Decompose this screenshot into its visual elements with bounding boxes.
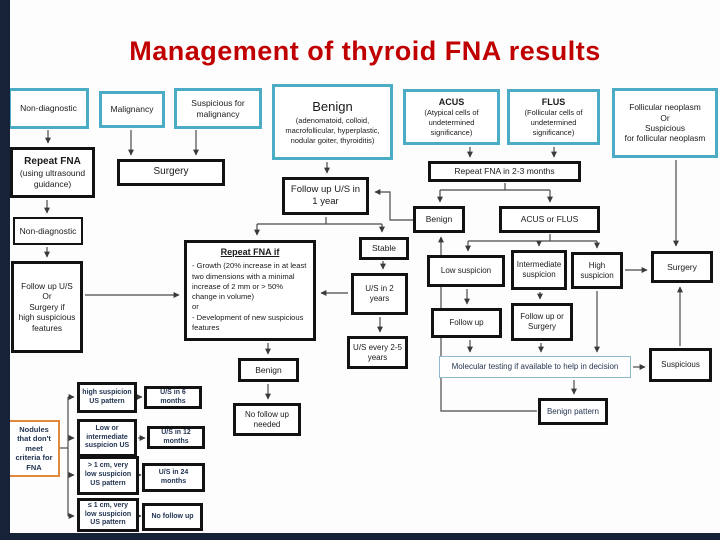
node-suspicious-for-malignancy: Suspicious for malignancy (174, 88, 262, 129)
node-benign-repeat-result: Benign (413, 206, 465, 233)
node-us-6-months: U/S in 6 months (144, 386, 202, 409)
node-us-in-2-years: U/S in 2 years (351, 273, 408, 315)
node-flus-top: FLUS (Follicular cells of undetermined s… (507, 89, 600, 145)
node-follicular-neoplasm-top: Follicular neoplasm Or Suspicious for fo… (612, 88, 718, 158)
node-us-12-months: U/S in 12 months (147, 426, 205, 449)
bottom-frame-bar (0, 533, 720, 540)
node-followup-us-1-year: Follow up U/S in 1 year (282, 177, 369, 215)
node-low-intermediate-suspicion-us: Low or intermediate suspicion US (77, 419, 137, 457)
left-frame-bar (0, 0, 10, 540)
node-no-followup: No follow up (142, 503, 203, 531)
node-follow-up-or-surgery: Follow up or Surgery (511, 303, 573, 341)
node-follow-up: Follow up (431, 308, 502, 338)
node-repeat-fna-2-3-months: Repeat FNA in 2-3 months (428, 161, 581, 182)
node-gt-1cm-very-low-suspicion: > 1 cm, very low suspicion US pattern (77, 456, 139, 495)
node-intermediate-suspicion: Intermediate suspicion (511, 250, 567, 290)
node-repeat-fna-if: Repeat FNA if - Growth (20% increase in … (184, 240, 316, 341)
node-non-diagnostic-2: Non-diagnostic (13, 217, 83, 245)
node-us-24-months: U/S in 24 months (142, 463, 205, 492)
node-molecular-testing: Molecular testing if available to help i… (439, 356, 631, 378)
node-acus-or-flus: ACUS or FLUS (499, 206, 600, 233)
node-benign-pattern: Benign pattern (538, 398, 608, 425)
node-high-suspicion-us-pattern: high suspicion US pattern (77, 382, 137, 413)
node-surgery-right: Surgery (651, 251, 713, 283)
node-surgery-main: Surgery (117, 159, 225, 186)
node-benign-top: Benign (adenomatoid, colloid, macrofolli… (272, 84, 393, 160)
node-repeat-fna: Repeat FNA (using ultrasound guidance) (10, 147, 95, 198)
node-benign-final: Benign (238, 358, 299, 382)
node-followup-or-surgery-left: Follow up U/S Or Surgery if high suspici… (11, 261, 83, 353)
node-nodules-no-fna-criteria: Nodules that don't meet criteria for FNA (8, 420, 60, 477)
node-suspicious-result: Suspicious (649, 348, 712, 382)
node-high-suspicion: High suspicion (571, 252, 623, 289)
node-le-1cm-very-low-suspicion: ≤ 1 cm, very low suspicion US pattern (77, 498, 139, 532)
node-acus-top: ACUS (Atypical cells of undetermined sig… (403, 89, 500, 145)
page-title: Management of thyroid FNA results (129, 36, 601, 66)
node-malignancy: Malignancy (99, 91, 165, 128)
node-stable: Stable (359, 237, 409, 260)
node-non-diagnostic-top: Non-diagnostic (8, 88, 89, 129)
node-no-followup-needed: No follow up needed (233, 403, 301, 436)
node-low-suspicion: Low suspicion (427, 255, 505, 287)
connector-lines (44, 130, 683, 519)
node-us-every-2-5-years: U/S every 2-5 years (347, 336, 408, 369)
